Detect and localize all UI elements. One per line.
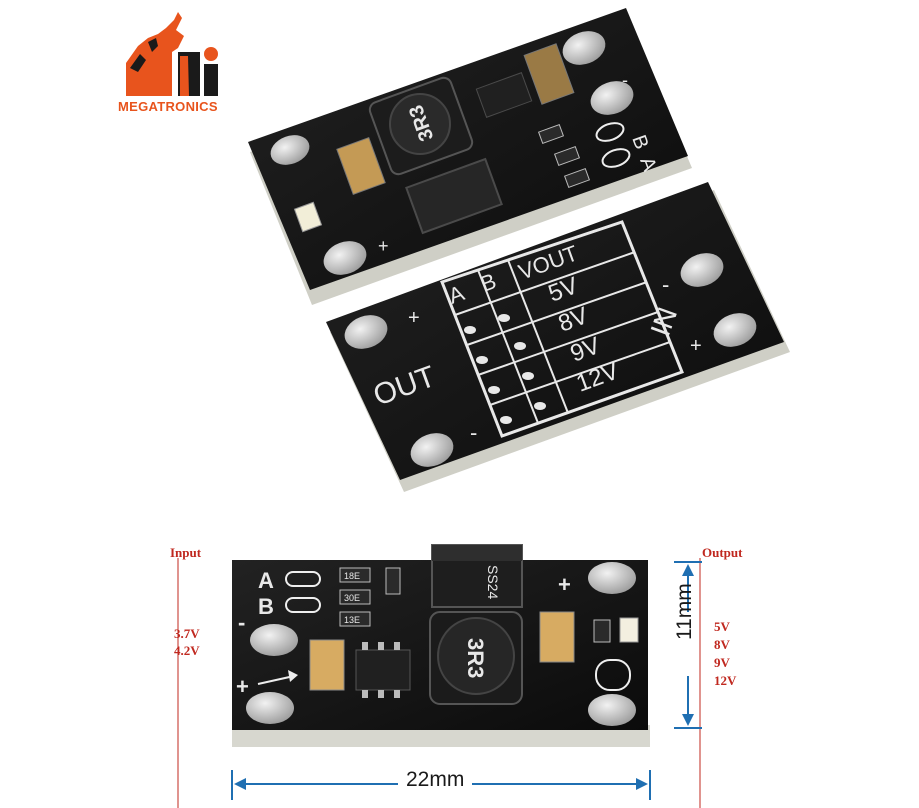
bottom-led — [619, 617, 639, 643]
output-voltage-2: 8V — [714, 637, 730, 652]
bottom-diode-marking: SS24 — [485, 565, 501, 599]
bottom-resistor-1 — [339, 567, 371, 583]
bottom-capacitor-out — [539, 611, 575, 663]
back-pad-2 — [410, 433, 454, 467]
bottom-capacitor-in — [309, 639, 345, 691]
output-label: Output — [702, 545, 743, 560]
bottom-resistor-3 — [339, 611, 371, 627]
bottom-ic — [355, 649, 411, 691]
top-capacitor-2 — [523, 43, 575, 105]
height-dimension-label: 11mm — [673, 583, 696, 640]
top-pad-4 — [323, 241, 367, 275]
top-capacitor-1 — [336, 136, 386, 196]
bottom-pad-out-minus — [588, 694, 636, 726]
bottom-plus-in: + — [236, 674, 249, 699]
input-voltage-1: 3.7V — [174, 626, 200, 641]
input-voltage-2: 4.2V — [174, 643, 200, 658]
bottom-label-a: A — [258, 568, 274, 593]
output-voltage-3: 9V — [714, 655, 730, 670]
top-board: 3R3 B A + - — [248, 8, 692, 305]
width-dimension-label: 22mm — [406, 768, 465, 791]
back-plus-right: + — [690, 335, 702, 357]
back-pad-3 — [680, 253, 724, 287]
logo-brand-text: MEGATRONICS — [118, 99, 218, 114]
bottom-resistor-marking-1: 18E — [344, 571, 360, 581]
back-pad-1 — [344, 315, 388, 349]
bottom-board: SS24 3R3 18E 30E 13E A B + + - — [232, 544, 650, 747]
bottom-inductor-marking: 3R3 — [463, 638, 488, 678]
top-pad-1 — [562, 31, 606, 65]
top-pad-3 — [270, 135, 310, 165]
bottom-plus-out: + — [558, 572, 571, 597]
bottom-pad-in-minus — [250, 624, 298, 656]
dimension-lines — [177, 558, 702, 808]
top-minus-label: - — [622, 70, 628, 90]
back-plus-left: + — [408, 307, 420, 329]
top-diode — [405, 157, 503, 235]
bottom-pad-in-plus — [246, 692, 294, 724]
back-board: A B VOUT 5V 8V 9V 12V OUT IN + + - - — [326, 182, 790, 492]
megatronics-logo-icon — [126, 12, 218, 96]
back-pad-4 — [713, 313, 757, 347]
bottom-board-edge — [232, 725, 650, 747]
top-ic — [475, 72, 533, 118]
bottom-label-b: B — [258, 594, 274, 619]
back-minus-left: - — [470, 420, 477, 445]
bottom-resistor-2 — [339, 589, 371, 605]
bottom-resistor-marking-2: 30E — [344, 593, 360, 603]
input-label: Input — [170, 545, 202, 560]
output-voltage-4: 12V — [714, 673, 737, 688]
bottom-resistor-marking-3: 13E — [344, 615, 360, 625]
back-board-surface — [326, 182, 784, 480]
bottom-pad-out-plus — [588, 562, 636, 594]
voltage-table — [440, 220, 684, 438]
back-minus-right: - — [662, 272, 669, 297]
top-plus-label: + — [378, 236, 389, 256]
top-led — [293, 201, 323, 233]
bottom-minus-in: - — [238, 610, 245, 635]
output-voltage-1: 5V — [714, 619, 730, 634]
top-pad-2 — [590, 81, 634, 115]
